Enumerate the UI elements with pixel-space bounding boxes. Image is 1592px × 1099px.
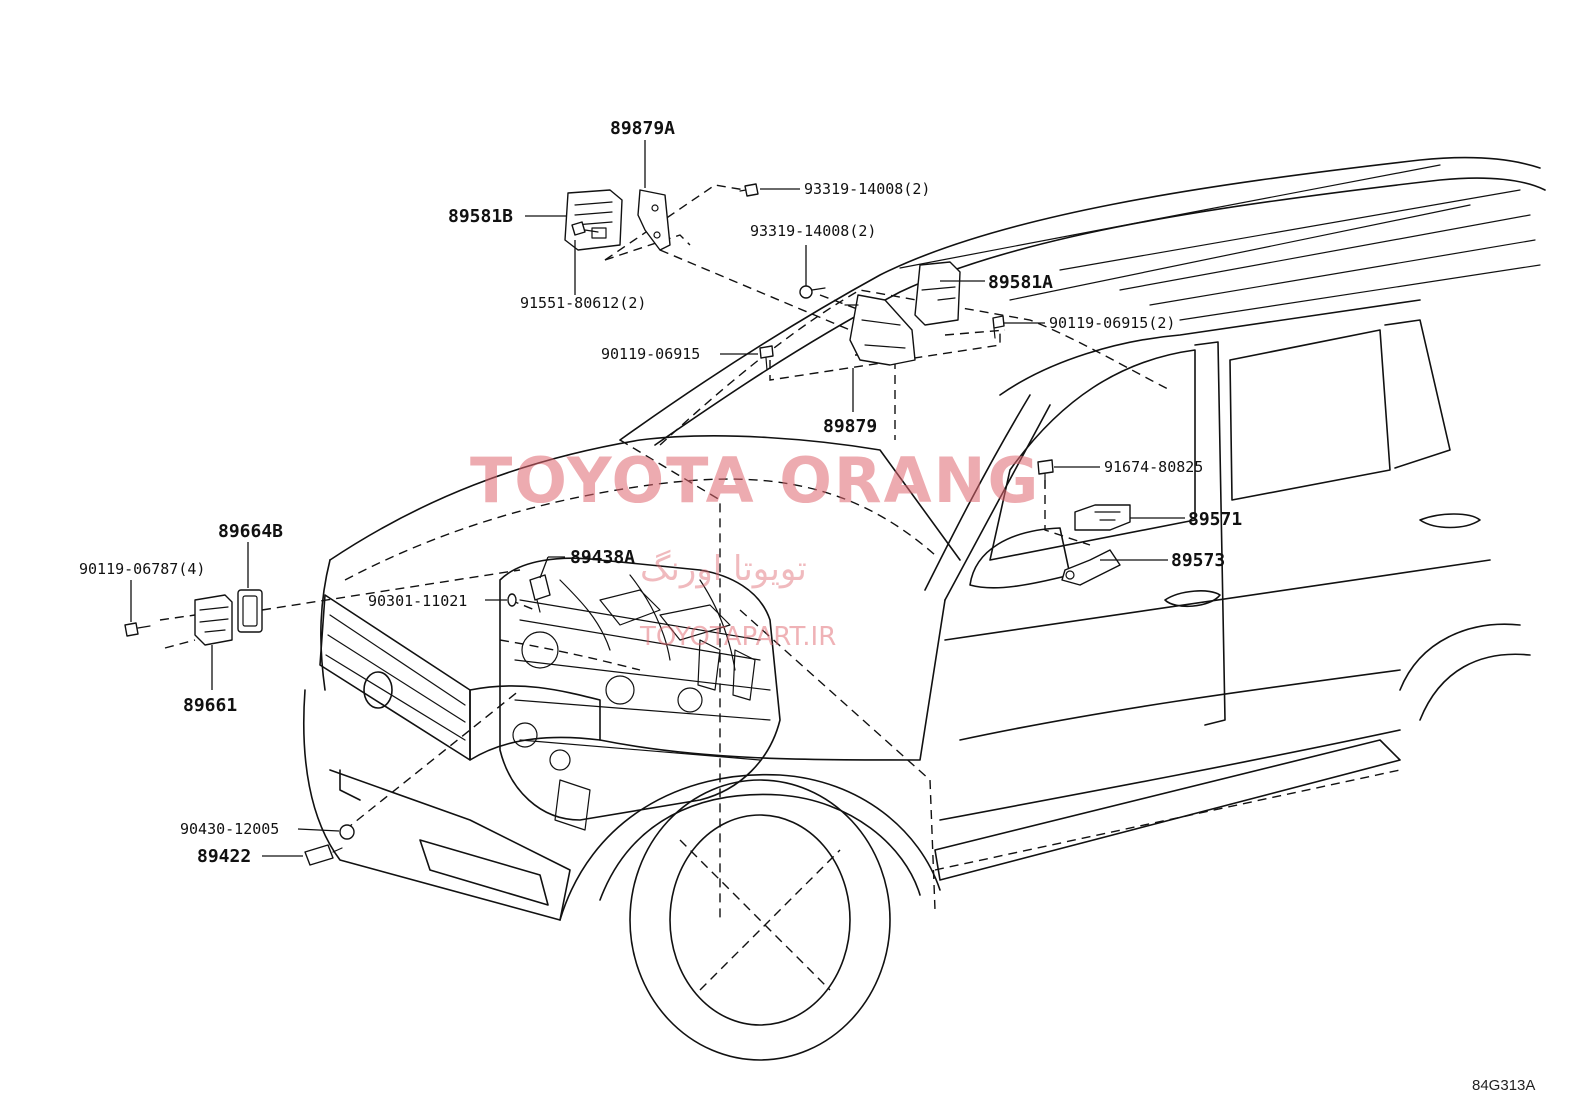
- part-screw-91551[interactable]: [571, 221, 599, 236]
- part-90301-oring[interactable]: [507, 593, 517, 607]
- watermark-main: TOYOTA ORANG: [470, 444, 1040, 517]
- label-89571[interactable]: 89571: [1188, 509, 1242, 530]
- label-89438A[interactable]: 89438A: [570, 547, 635, 568]
- part-89573-bracket[interactable]: [1061, 549, 1121, 586]
- part-89422-sensor[interactable]: [304, 844, 343, 866]
- label-90119-06787[interactable]: 90119-06787(4): [79, 560, 205, 578]
- label-89879A[interactable]: 89879A: [610, 118, 675, 139]
- label-90119-06915-2[interactable]: 90119-06915(2): [1049, 314, 1175, 332]
- part-89664B-cover[interactable]: [237, 589, 263, 633]
- label-89581B[interactable]: 89581B: [448, 206, 513, 227]
- part-90430-gasket[interactable]: [339, 824, 355, 840]
- label-91674[interactable]: 91674-80825: [1104, 458, 1203, 476]
- label-89664B[interactable]: 89664B: [218, 521, 283, 542]
- watermark-url: TOYOTAPART.IR: [639, 622, 836, 652]
- part-89438A-sensor[interactable]: [529, 574, 551, 613]
- part-bolt-91674[interactable]: [1037, 459, 1054, 489]
- part-screw-93319-a[interactable]: [739, 183, 759, 197]
- label-89879[interactable]: 89879: [823, 416, 877, 437]
- part-89879A-bracket[interactable]: [637, 189, 671, 251]
- part-89879-bracket[interactable]: [844, 294, 916, 366]
- label-91551[interactable]: 91551-80612(2): [520, 294, 646, 312]
- part-89581A-ecu[interactable]: [914, 261, 961, 326]
- part-screw-90119-06915[interactable]: [759, 345, 774, 371]
- reference-code: 84G313A: [1472, 1077, 1535, 1094]
- label-90430[interactable]: 90430-12005: [180, 820, 279, 838]
- label-89573[interactable]: 89573: [1171, 550, 1225, 571]
- part-89571-module[interactable]: [1074, 504, 1131, 531]
- part-89661-unit[interactable]: [194, 594, 233, 646]
- part-labels: 89879A 89581B 93319-14008(2) 91551-80612…: [79, 118, 1242, 867]
- watermark-persian: تویوتا اورنگ: [640, 549, 807, 589]
- part-screw-90119-06915-2[interactable]: [992, 315, 1005, 339]
- part-screw-90119-06787[interactable]: [124, 622, 151, 637]
- label-90301[interactable]: 90301-11021: [368, 592, 467, 610]
- vehicle-outline: [302, 156, 1546, 1061]
- label-93319-a[interactable]: 93319-14008(2): [804, 180, 930, 198]
- leader-lines: [130, 140, 1185, 857]
- label-93319-b[interactable]: 93319-14008(2): [750, 222, 876, 240]
- label-89581A[interactable]: 89581A: [988, 272, 1053, 293]
- label-89422[interactable]: 89422: [197, 846, 251, 867]
- part-89581B-ecu[interactable]: [564, 189, 623, 251]
- watermark: TOYOTA ORANG تویوتا اورنگ TOYOTAPART.IR: [470, 444, 1040, 652]
- engine-assembly: [499, 557, 781, 831]
- label-89661[interactable]: 89661: [183, 695, 237, 716]
- label-90119-06915[interactable]: 90119-06915: [601, 345, 700, 363]
